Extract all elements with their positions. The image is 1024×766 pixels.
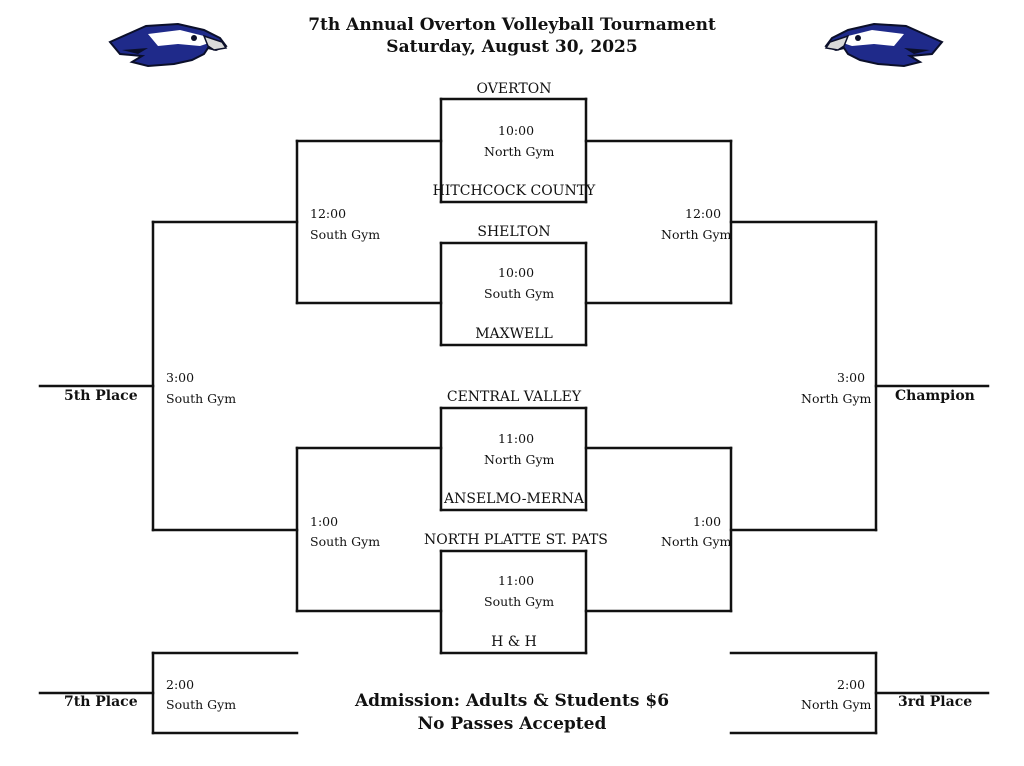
team-name: HITCHCOCK COUNTY bbox=[432, 183, 596, 199]
team-name: MAXWELL bbox=[475, 326, 553, 342]
admission-note: No Passes Accepted bbox=[417, 714, 607, 734]
game-location: North Gym bbox=[801, 697, 872, 712]
game-time: 12:00 bbox=[310, 206, 347, 221]
team-name: ANSELMO-MERNA bbox=[444, 491, 584, 507]
team-name: OVERTON bbox=[476, 81, 552, 97]
team-name: SHELTON bbox=[477, 224, 551, 240]
game-time: 3:00 bbox=[166, 370, 195, 385]
page-subtitle: Saturday, August 30, 2025 bbox=[386, 37, 638, 57]
game-time: 12:00 bbox=[685, 206, 722, 221]
placement-label: 3rd Place bbox=[898, 694, 973, 710]
game-location: South Gym bbox=[484, 286, 555, 301]
game-location: North Gym bbox=[661, 534, 732, 549]
game-location: North Gym bbox=[484, 452, 555, 467]
placement-label: 5th Place bbox=[64, 388, 138, 404]
admission-price: Admission: Adults & Students $6 bbox=[354, 691, 670, 711]
game-location: South Gym bbox=[310, 534, 381, 549]
game-location: North Gym bbox=[661, 227, 732, 242]
placement-label: 7th Place bbox=[64, 694, 138, 710]
game-time: 3:00 bbox=[837, 370, 866, 385]
eagle-head-icon bbox=[108, 22, 228, 68]
team-name: NORTH PLATTE ST. PATS bbox=[424, 532, 608, 548]
game-location: South Gym bbox=[310, 227, 381, 242]
game-location: North Gym bbox=[801, 391, 872, 406]
game-time: 10:00 bbox=[498, 265, 535, 280]
game-location: South Gym bbox=[166, 697, 237, 712]
page-title: 7th Annual Overton Volleyball Tournament bbox=[308, 15, 716, 35]
placement-label: Champion bbox=[895, 388, 975, 404]
game-time: 1:00 bbox=[693, 514, 722, 529]
game-location: North Gym bbox=[484, 144, 555, 159]
game-time: 2:00 bbox=[166, 677, 195, 692]
game-time: 11:00 bbox=[498, 431, 535, 446]
game-location: South Gym bbox=[166, 391, 237, 406]
team-name: CENTRAL VALLEY bbox=[446, 389, 582, 405]
game-time: 1:00 bbox=[310, 514, 339, 529]
game-time: 10:00 bbox=[498, 123, 535, 138]
team-name: H & H bbox=[491, 634, 537, 650]
game-time: 11:00 bbox=[498, 573, 535, 588]
game-location: South Gym bbox=[484, 594, 555, 609]
game-time: 2:00 bbox=[837, 677, 866, 692]
eagle-head-icon bbox=[824, 22, 944, 68]
